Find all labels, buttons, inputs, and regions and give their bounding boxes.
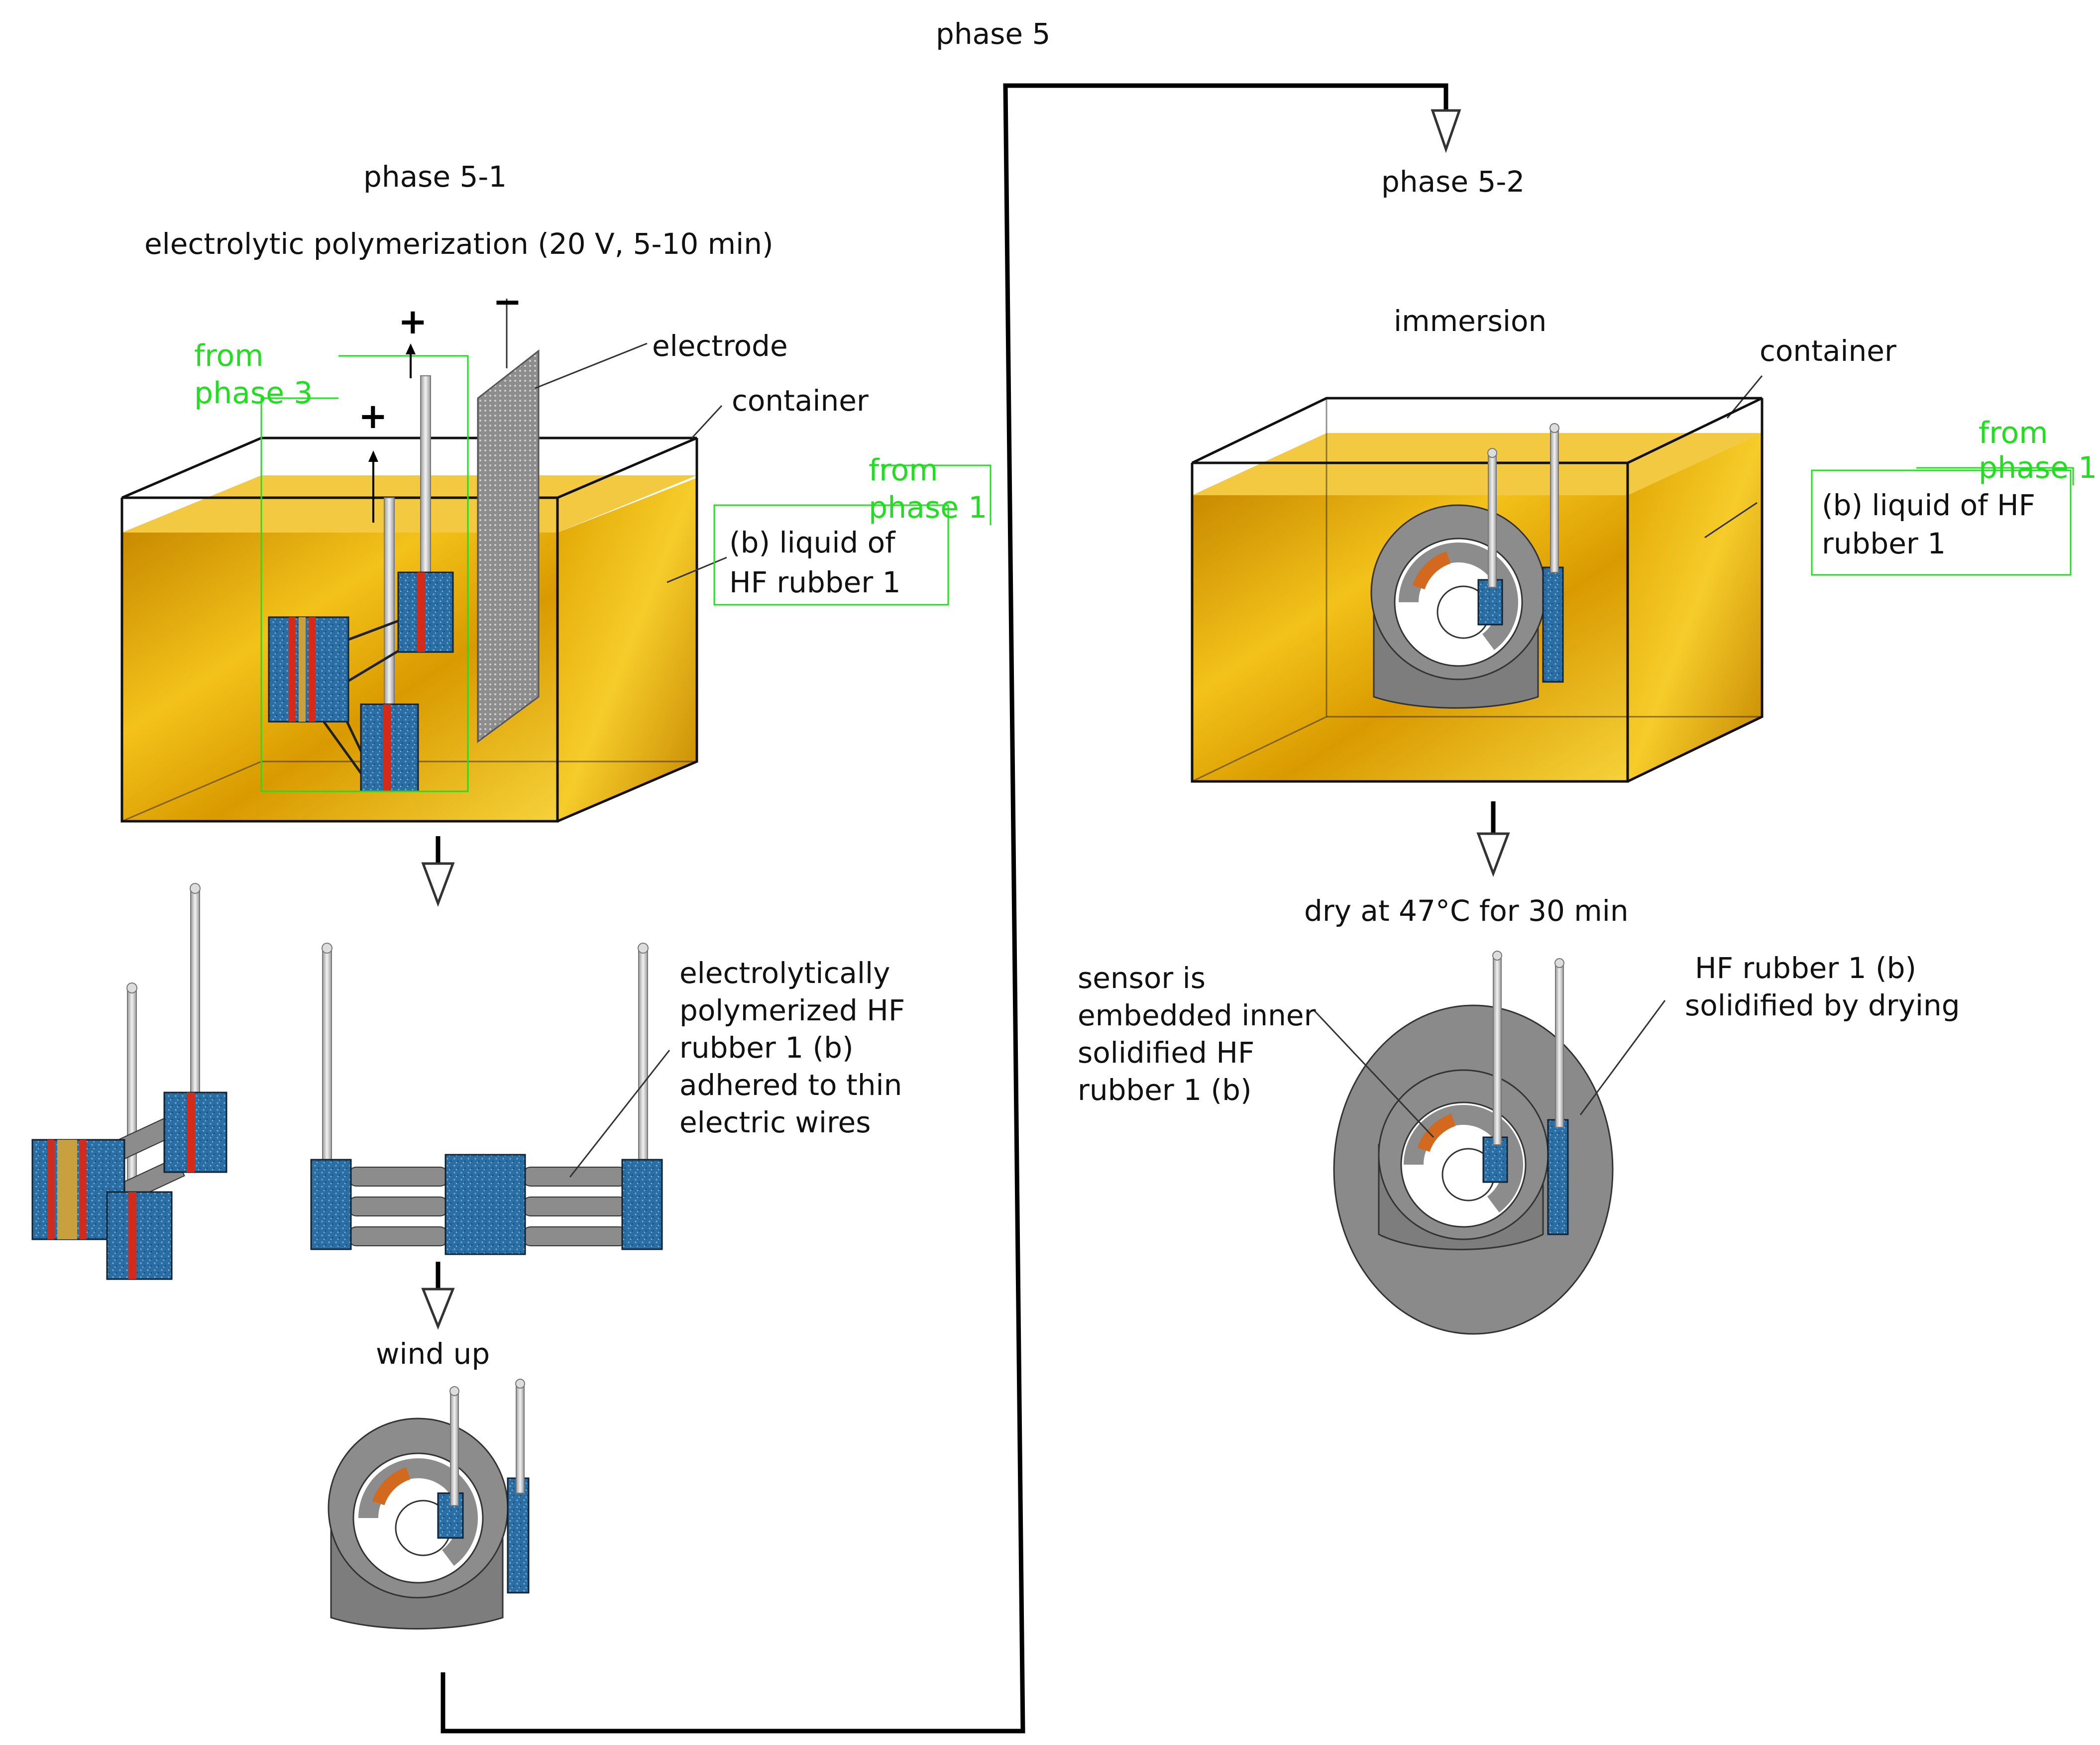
sensor-assembly-in-tank: [268, 375, 454, 792]
polymerized-note-line2: polymerized HF: [679, 993, 905, 1027]
polymerized-note-line5: electric wires: [679, 1105, 871, 1139]
liquid-label-1-line1: (b) liquid of: [729, 526, 896, 559]
plus-sign-2: +: [358, 396, 388, 436]
terminal-markers: + + −: [358, 281, 522, 523]
container-label-2: container: [1760, 334, 1896, 368]
lead-rod-2: [384, 497, 395, 717]
sensor-note-line3: solidified HF: [1078, 1036, 1254, 1070]
plus-sign-1: +: [398, 301, 428, 342]
sensor-note: sensor is embedded inner solidified HF r…: [1078, 961, 1316, 1107]
flat-sensor-strip: [310, 943, 663, 1255]
from-phase1-line1-a: from: [869, 453, 938, 488]
sensor-note-line4: rubber 1 (b): [1078, 1073, 1252, 1107]
folded-sensor-left: [31, 883, 227, 1280]
from-phase3-box: from phase 3: [194, 338, 469, 792]
solid-note-line2: solidified by drying: [1685, 988, 1960, 1022]
polymerized-note-line1: electrolytically: [679, 956, 890, 990]
from-phase1-line1-b: from: [1979, 416, 2048, 450]
down-arrow-2: [421, 1262, 455, 1330]
wound-sensor: [328, 1379, 530, 1630]
polymerized-note-line4: adhered to thin: [679, 1068, 902, 1102]
from-phase3-line1: from: [194, 338, 264, 373]
down-arrow-1: [421, 836, 455, 907]
liquid-label-1-line2: HF rubber 1: [729, 565, 901, 599]
phase5-title: phase 5: [936, 17, 1050, 51]
solidified-sensor: [1333, 951, 1614, 1335]
phase5-1-title: phase 5-1: [363, 160, 507, 194]
polymerized-note-line3: rubber 1 (b): [679, 1031, 854, 1065]
phase5-1-subtitle: electrolytic polymerization (20 V, 5-10 …: [144, 227, 774, 261]
lead-rod-1: [420, 375, 431, 585]
solid-note: HF rubber 1 (b) solidified by drying: [1685, 951, 1960, 1022]
liquid-label-box-1: from phase 1 (b) liquid of HF rubber 1: [713, 453, 992, 606]
liquid-label-2-line1: (b) liquid of HF: [1822, 488, 2035, 522]
liquid-label-box-2: from phase 1 (b) liquid of HF rubber 1: [1811, 416, 2097, 576]
solid-note-line1: HF rubber 1 (b): [1695, 951, 1916, 985]
sensor-note-line1: sensor is: [1078, 961, 1206, 995]
polymerized-note: electrolytically polymerized HF rubber 1…: [679, 956, 905, 1139]
electrode-plate: [477, 299, 540, 743]
phase5-2-title: phase 5-2: [1381, 165, 1525, 199]
wound-sensor-in-tank: [1370, 423, 1564, 709]
dry-label: dry at 47°C for 30 min: [1304, 894, 1629, 928]
container-label-1: container: [732, 384, 869, 418]
from-phase3-line2: phase 3: [194, 376, 313, 411]
phase5-connector: [441, 83, 1461, 1734]
from-phase1-line2-a: phase 1: [869, 490, 987, 525]
liquid-label-2-line2: rubber 1: [1822, 527, 1946, 560]
immersion-label: immersion: [1394, 304, 1547, 338]
minus-sign: −: [493, 281, 522, 322]
electrode-label: electrode: [652, 329, 788, 363]
down-arrow-3: [1476, 801, 1510, 877]
wind-up-label: wind up: [376, 1337, 490, 1371]
sensor-note-line2: embedded inner: [1078, 998, 1316, 1032]
from-phase1-line2-b: phase 1: [1979, 450, 2097, 485]
